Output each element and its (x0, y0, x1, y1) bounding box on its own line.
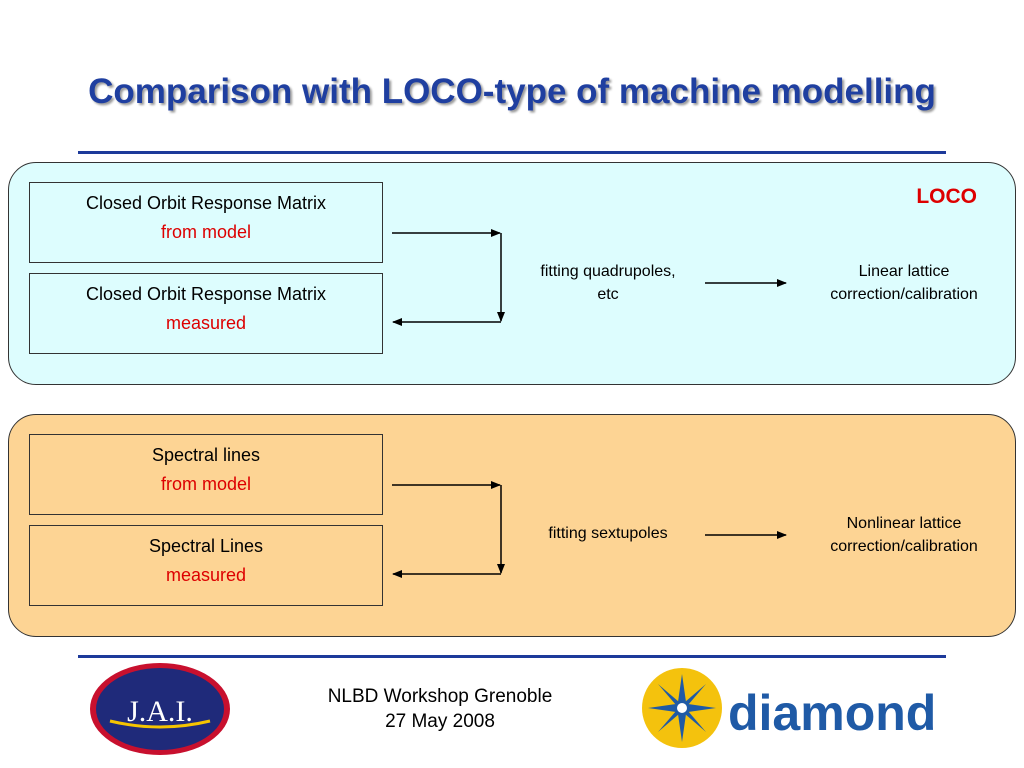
loco-model-box-title: Closed Orbit Response Matrix (85, 193, 327, 213)
spectral-model-box: Spectral lines from model (29, 434, 383, 515)
footer-date: 27 May 2008 (385, 711, 495, 732)
loco-result-line1: Linear lattice (858, 263, 950, 280)
jai-logo: J.A.I. (90, 663, 230, 755)
loco-measured-box: Closed Orbit Response Matrix measured (29, 273, 383, 354)
spectral-measured-box-source: measured (165, 565, 247, 585)
spectral-result-line2: correction/calibration (830, 538, 978, 555)
loco-label: LOCO (916, 185, 977, 208)
loco-result-text: Linear lattice correction/calibration (804, 260, 1004, 306)
spectral-fitting-line1: fitting sextupoles (548, 525, 668, 542)
loco-measured-box-source: measured (165, 313, 247, 333)
loco-panel: Closed Orbit Response Matrix from model … (8, 162, 1016, 385)
spectral-result-line1: Nonlinear lattice (846, 515, 962, 532)
diamond-logo-text: diamond (728, 685, 936, 741)
loco-model-box: Closed Orbit Response Matrix from model (29, 182, 383, 263)
loco-model-box-source: from model (160, 222, 252, 242)
footer-divider (78, 655, 946, 658)
jai-logo-text: J.A.I. (127, 695, 193, 728)
title-divider (78, 151, 946, 154)
loco-fitting-line1: fitting quadrupoles, (540, 263, 676, 280)
diamond-logo: diamond (642, 668, 936, 748)
loco-measured-box-title: Closed Orbit Response Matrix (85, 284, 327, 304)
loco-result-line2: correction/calibration (830, 286, 978, 303)
spectral-model-box-title: Spectral lines (151, 445, 261, 465)
spectral-panel: Spectral lines from model Spectral Lines… (8, 414, 1016, 637)
spectral-fitting-text: fitting sextupoles (517, 522, 699, 545)
spectral-model-box-source: from model (160, 474, 252, 494)
spectral-measured-box: Spectral Lines measured (29, 525, 383, 606)
spectral-measured-box-title: Spectral Lines (148, 536, 264, 556)
footer-info: NLBD Workshop Grenoble 27 May 2008 (290, 684, 590, 734)
spectral-result-text: Nonlinear lattice correction/calibration (804, 512, 1004, 558)
loco-fitting-line2: etc (597, 286, 619, 303)
footer-event: NLBD Workshop Grenoble (327, 686, 553, 707)
loco-fitting-text: fitting quadrupoles, etc (517, 260, 699, 306)
slide-title: Comparison with LOCO-type of machine mod… (88, 72, 936, 111)
